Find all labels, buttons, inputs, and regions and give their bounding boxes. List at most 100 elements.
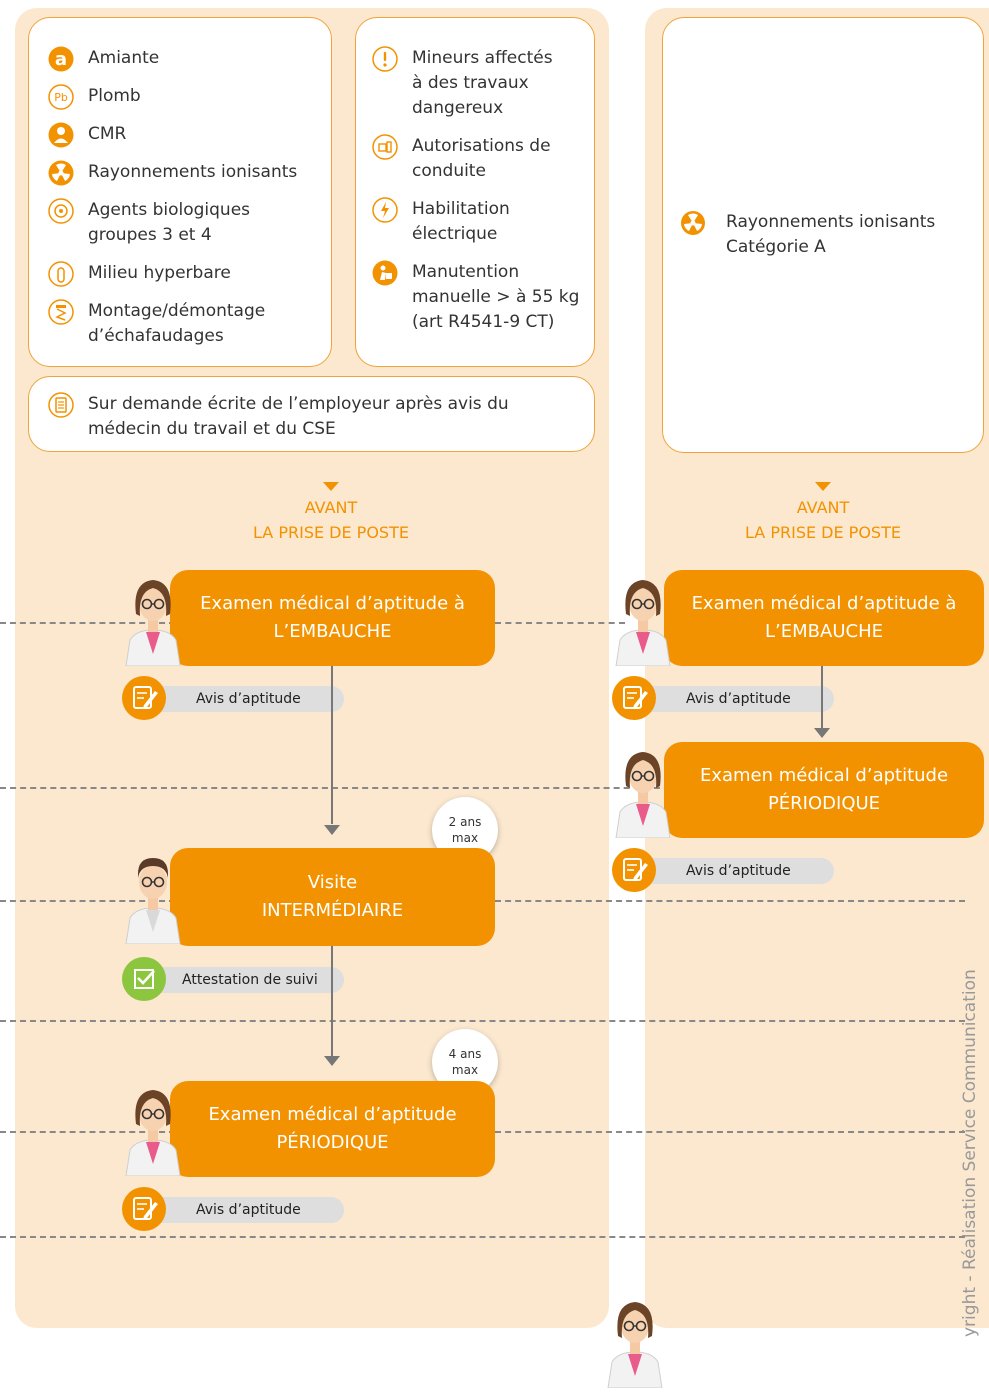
risk-item-label: Amiante xyxy=(88,48,160,68)
scaffold-icon xyxy=(48,299,74,325)
dashed-line-2 xyxy=(0,787,680,789)
dashed-line-periodique xyxy=(0,1131,175,1133)
cmr-icon xyxy=(48,122,74,148)
card-periodique-right: Examen médical d’aptitude PÉRIODIQUE xyxy=(664,742,984,838)
risk-item: Rayonnements ionisants xyxy=(48,160,297,186)
flow-arrow-2 xyxy=(324,1056,340,1066)
doctor-avatar-embauche xyxy=(122,574,184,667)
avant-line2: LA PRISE DE POSTE xyxy=(745,523,901,542)
risk-item: Agents biologiques groupes 3 et 4 xyxy=(48,198,250,248)
badge-unit: max xyxy=(451,831,479,845)
doctor-avatar-periodique-right xyxy=(612,746,674,839)
forklift-icon xyxy=(372,134,398,160)
radiation-icon xyxy=(48,160,74,186)
dashed-line-intermediaire-right xyxy=(495,900,965,902)
employer-request-item: Sur demande écrite de l’employeur après … xyxy=(48,392,578,442)
pill-attestation: Attestation de suivi xyxy=(152,967,344,993)
risk-item-label: Milieu hyperbare xyxy=(88,263,231,283)
employer-request-text: Sur demande écrite de l’employeur après … xyxy=(88,394,509,439)
card-line2: INTERMÉDIAIRE xyxy=(261,900,404,921)
pill-avis-right-1: Avis d’aptitude xyxy=(642,686,834,712)
card-intermediaire: Visite INTERMÉDIAIRE xyxy=(170,848,495,946)
risk-item: Pb Plomb xyxy=(48,84,141,110)
card-line1: Visite xyxy=(307,872,358,893)
flow-line-2 xyxy=(331,946,333,1056)
diving-tank-icon xyxy=(48,261,74,287)
avant-arrow-right xyxy=(815,482,831,491)
card-line1: Examen médical d’aptitude à xyxy=(691,593,957,614)
card-line2: PÉRIODIQUE xyxy=(276,1132,389,1153)
avant-line1: AVANT xyxy=(304,498,358,517)
risk-item-label: Montage/démontage d’échafaudages xyxy=(88,301,266,346)
dashed-line-6 xyxy=(0,1236,965,1238)
dashed-line-embauche-mid xyxy=(495,622,625,624)
lifting-icon xyxy=(372,260,398,286)
flow-arrow-right xyxy=(814,728,830,738)
svg-text:Pb: Pb xyxy=(54,91,68,104)
pen-notepad-icon xyxy=(612,848,656,892)
card-line1: Examen médical d’aptitude xyxy=(699,765,949,786)
checkbox-icon xyxy=(122,957,166,1001)
dashed-line-periodique-right xyxy=(495,1131,965,1133)
risk-item-label: Mineurs affectés à des travaux dangereux xyxy=(412,48,553,118)
pill-avis-3: Avis d’aptitude xyxy=(152,1197,344,1223)
avant-line1: AVANT xyxy=(796,498,850,517)
right-risk-label: Rayonnements ionisants Catégorie A xyxy=(726,212,936,257)
avant-label-right: AVANT LA PRISE DE POSTE xyxy=(713,495,933,545)
risk-item-label: Agents biologiques groupes 3 et 4 xyxy=(88,200,251,245)
biohazard-icon xyxy=(48,198,74,224)
right-risk-box xyxy=(662,17,984,453)
risk-item-label: Plomb xyxy=(88,86,141,106)
doctor-avatar-periodique xyxy=(122,1084,184,1177)
pen-notepad-icon xyxy=(122,1187,166,1231)
radiation-icon xyxy=(680,210,706,236)
doctor-avatar-bottom xyxy=(604,1296,666,1389)
risk-item: Habilitation électrique xyxy=(372,197,510,247)
pill-avis-right-2: Avis d’aptitude xyxy=(642,858,834,884)
card-embauche-right: Examen médical d’aptitude à L’EMBAUCHE xyxy=(664,570,984,666)
dashed-line-embauche xyxy=(0,622,175,624)
doctor-avatar-intermediaire xyxy=(122,852,184,945)
doctor-avatar-embauche-right xyxy=(612,574,674,667)
avant-line2: LA PRISE DE POSTE xyxy=(253,523,409,542)
risk-item: Mineurs affectés à des travaux dangereux xyxy=(372,46,553,121)
risk-item-label: Manutention manuelle > à 55 kg (art R454… xyxy=(412,262,580,332)
risk-item: CMR xyxy=(48,122,126,148)
avant-label-left: AVANT LA PRISE DE POSTE xyxy=(221,495,441,545)
risk-item: Manutention manuelle > à 55 kg (art R454… xyxy=(372,260,579,335)
badge-value: 2 ans xyxy=(448,815,482,829)
badge-unit: max xyxy=(451,1063,479,1077)
risk-item-label: Autorisations de conduite xyxy=(412,136,551,181)
risk-box-2 xyxy=(355,17,595,367)
svg-text:a: a xyxy=(55,49,67,70)
pill-avis-1: Avis d’aptitude xyxy=(152,686,344,712)
card-periodique-left: Examen médical d’aptitude PÉRIODIQUE xyxy=(170,1081,495,1177)
document-icon xyxy=(48,392,74,418)
card-line2: L’EMBAUCHE xyxy=(273,621,392,642)
risk-item: Montage/démontage d’échafaudages xyxy=(48,299,265,349)
risk-box-1 xyxy=(28,17,332,367)
risk-item-label: CMR xyxy=(88,124,127,144)
dashed-line-intermediaire xyxy=(0,900,175,902)
warning-icon xyxy=(372,46,398,72)
card-embauche-left: Examen médical d’aptitude à L’EMBAUCHE xyxy=(170,570,495,666)
risk-item-label: Rayonnements ionisants xyxy=(88,162,298,182)
flow-arrow-1 xyxy=(324,825,340,835)
pen-notepad-icon xyxy=(122,676,166,720)
lead-pb-icon: Pb xyxy=(48,84,74,110)
avant-arrow-left xyxy=(323,482,339,491)
risk-item-label: Habilitation électrique xyxy=(412,199,510,244)
lightning-icon xyxy=(372,197,398,223)
vertical-caption: yright - Réalisation Service Communicati… xyxy=(960,969,980,1337)
risk-item: Autorisations de conduite xyxy=(372,134,551,184)
flow-line-right xyxy=(821,666,823,728)
pen-notepad-icon xyxy=(612,676,656,720)
card-line1: Examen médical d’aptitude à xyxy=(200,593,465,614)
risk-item: a Amiante xyxy=(48,46,159,72)
right-risk-item: Rayonnements ionisants Catégorie A xyxy=(680,210,970,260)
card-line1: Examen médical d’aptitude xyxy=(208,1104,457,1125)
dashed-line-4 xyxy=(0,1020,965,1022)
card-line2: L’EMBAUCHE xyxy=(765,621,883,642)
risk-item: Milieu hyperbare xyxy=(48,261,231,287)
employer-request-box xyxy=(28,376,595,452)
